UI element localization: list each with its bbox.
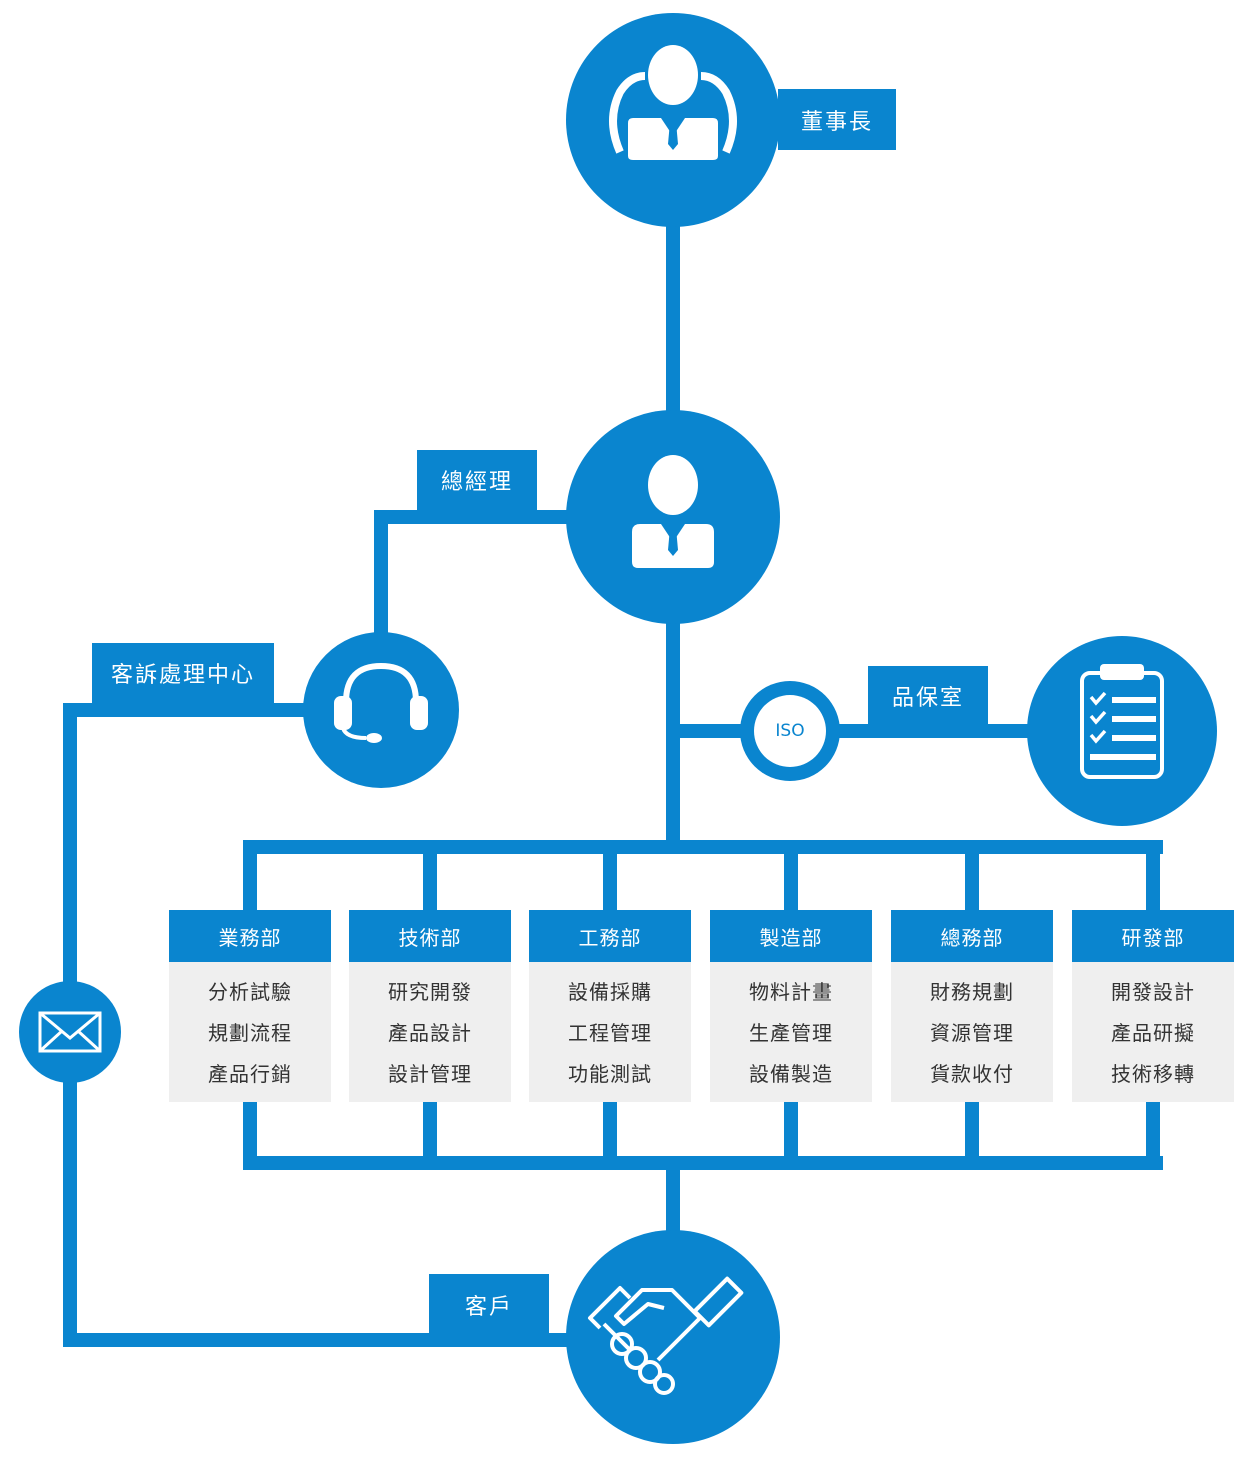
department-card: 業務部 分析試驗 規劃流程 產品行銷 xyxy=(169,910,331,1102)
customer-node xyxy=(566,1230,780,1444)
department-card: 工務部 設備採購 工程管理 功能測試 xyxy=(529,910,691,1102)
department-duties: 財務規劃 資源管理 貨款收付 xyxy=(891,962,1053,1102)
executive-with-stethoscope-icon xyxy=(609,45,737,160)
iso-inner-circle xyxy=(754,695,826,767)
checklist-clipboard-icon xyxy=(1080,664,1164,779)
department-name: 總務部 xyxy=(891,910,1053,962)
department-duty: 研究開發 xyxy=(388,980,472,1004)
department-duty: 規劃流程 xyxy=(208,1021,292,1045)
complaint-circle xyxy=(303,632,459,788)
iso-badge xyxy=(740,681,840,781)
general-manager-label: 總經理 xyxy=(417,450,537,510)
line-gm-complaint xyxy=(374,510,575,635)
department-duty: 貨款收付 xyxy=(930,1062,1014,1086)
department-duty: 功能測試 xyxy=(568,1062,652,1086)
department-duty: 產品研擬 xyxy=(1111,1021,1195,1045)
department-name: 製造部 xyxy=(710,910,872,962)
chairman-node xyxy=(566,13,780,227)
department-name: 工務部 xyxy=(529,910,691,962)
quality-circle xyxy=(1027,636,1217,826)
department-duty: 設備採購 xyxy=(568,980,652,1004)
department-duty: 財務規劃 xyxy=(930,980,1014,1004)
businessman-icon xyxy=(632,455,714,568)
mail-node xyxy=(19,981,121,1083)
department-duty: 設備製造 xyxy=(749,1062,833,1086)
mail-circle xyxy=(19,981,121,1083)
department-duty: 產品設計 xyxy=(388,1021,472,1045)
handshake-icon xyxy=(588,1276,744,1395)
department-name: 業務部 xyxy=(169,910,331,962)
department-duties: 設備採購 工程管理 功能測試 xyxy=(529,962,691,1102)
department-duties: 分析試驗 規劃流程 產品行銷 xyxy=(169,962,331,1102)
department-card: 製造部 物料計畫 生產管理 設備製造 xyxy=(710,910,872,1102)
customer-label: 客戶 xyxy=(429,1274,549,1335)
headset-icon xyxy=(334,662,428,743)
department-duties: 研究開發 產品設計 設計管理 xyxy=(349,962,511,1102)
connector-lines xyxy=(63,220,1163,1347)
department-duty: 分析試驗 xyxy=(208,980,292,1004)
department-name: 技術部 xyxy=(349,910,511,962)
department-stubs xyxy=(243,847,1160,1163)
department-duties: 開發設計 產品研擬 技術移轉 xyxy=(1072,962,1234,1102)
department-duty: 開發設計 xyxy=(1111,980,1195,1004)
department-card: 技術部 研究開發 產品設計 設計管理 xyxy=(349,910,511,1102)
department-card: 研發部 開發設計 產品研擬 技術移轉 xyxy=(1072,910,1234,1102)
envelope-icon xyxy=(38,1011,102,1053)
gm-circle xyxy=(566,410,780,624)
iso-badge-label: ISO xyxy=(775,721,805,741)
quality-office-node xyxy=(1027,636,1217,826)
customer-circle xyxy=(566,1230,780,1444)
department-duty: 生產管理 xyxy=(749,1021,833,1045)
chairman-label: 董事長 xyxy=(778,89,896,150)
department-duty: 產品行銷 xyxy=(208,1062,292,1086)
department-duty: 資源管理 xyxy=(930,1021,1014,1045)
department-duty: 工程管理 xyxy=(568,1021,652,1045)
department-duty: 設計管理 xyxy=(388,1062,472,1086)
department-name: 研發部 xyxy=(1072,910,1234,962)
department-card: 總務部 財務規劃 資源管理 貨款收付 xyxy=(891,910,1053,1102)
complaint-center-node xyxy=(303,632,459,788)
department-duties: 物料計畫 生產管理 設備製造 xyxy=(710,962,872,1102)
department-duty: 物料計畫 xyxy=(749,980,833,1004)
department-duty: 技術移轉 xyxy=(1111,1062,1195,1086)
quality-office-label: 品保室 xyxy=(868,666,988,726)
complaint-center-label: 客訴處理中心 xyxy=(92,643,274,703)
general-manager-node xyxy=(566,410,780,624)
